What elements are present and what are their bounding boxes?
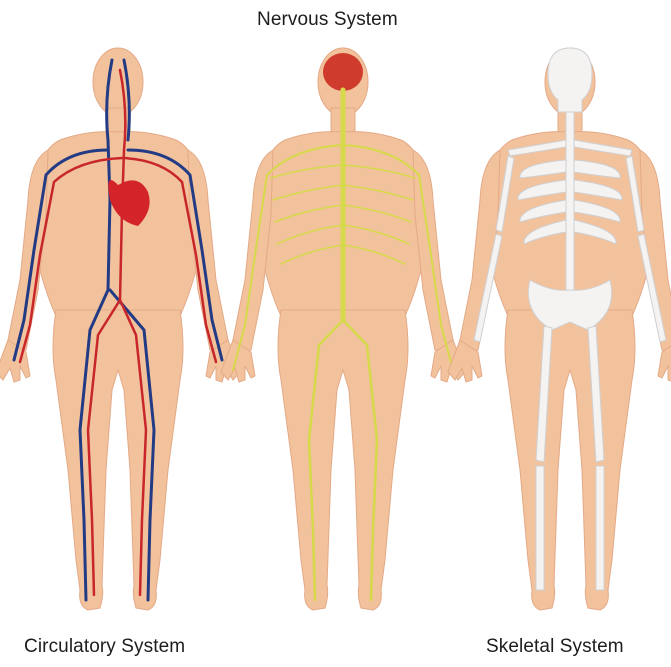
circulatory-system-label: Circulatory System — [24, 636, 185, 658]
nervous-system-figure — [221, 48, 465, 610]
brain-icon — [323, 53, 363, 91]
skeletal-system-label: Skeletal System — [486, 636, 624, 658]
skeletal-system-figure — [448, 48, 671, 610]
circulatory-system-figure — [0, 48, 240, 610]
nervous-system-label: Nervous System — [257, 9, 398, 31]
